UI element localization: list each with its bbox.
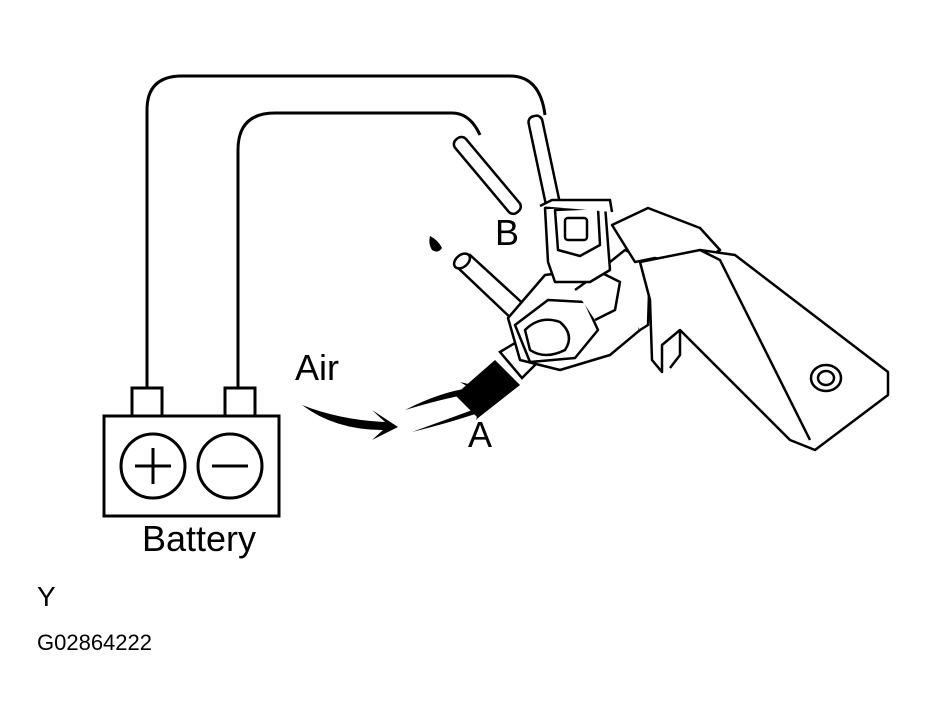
negative-probe bbox=[452, 135, 523, 216]
positive-terminal bbox=[130, 386, 164, 418]
vsv-body bbox=[506, 248, 652, 372]
figure-code-label: G02864222 bbox=[37, 630, 152, 655]
port-a-label: A bbox=[468, 414, 493, 455]
mounting-bracket bbox=[610, 206, 890, 452]
battery-label: Battery bbox=[142, 518, 257, 559]
air-label: Air bbox=[295, 347, 339, 388]
connector bbox=[539, 198, 614, 284]
positive-lead-wire bbox=[145, 74, 547, 388]
droplet-icon bbox=[429, 236, 442, 252]
port-b-label: B bbox=[495, 212, 520, 253]
view-marker-label: Y bbox=[37, 581, 56, 612]
battery bbox=[102, 386, 281, 518]
negative-lead-wire bbox=[236, 111, 482, 388]
positive-probe bbox=[527, 114, 561, 211]
negative-terminal bbox=[223, 386, 257, 418]
